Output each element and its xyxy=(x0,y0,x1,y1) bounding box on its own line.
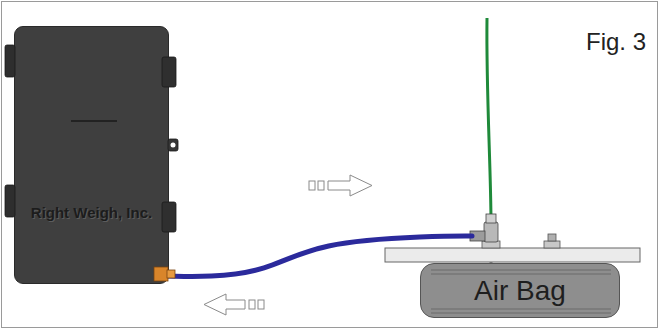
latch xyxy=(5,45,15,77)
bag-rib xyxy=(431,274,611,275)
part-name: Air Bag xyxy=(474,275,566,307)
mounting-plate xyxy=(385,248,640,262)
flow-dash xyxy=(249,300,255,309)
hinge xyxy=(162,202,176,232)
latch xyxy=(5,185,15,217)
bag-rib xyxy=(431,309,611,310)
tee-top-port xyxy=(486,214,496,223)
green-wire xyxy=(487,18,491,224)
tab xyxy=(168,139,178,151)
air-bag: Air Bag xyxy=(420,263,620,318)
flow-dash xyxy=(258,300,264,309)
port-fitting xyxy=(154,267,168,281)
flow-dash xyxy=(309,181,315,190)
bolt-stud xyxy=(548,234,556,241)
gauge-enclosure: Right Weigh, Inc. xyxy=(14,26,169,284)
bolt-nut xyxy=(544,241,560,248)
enclosure-details xyxy=(15,27,168,283)
bag-rib xyxy=(431,313,611,314)
lid-line xyxy=(71,120,117,122)
tab-hole xyxy=(171,143,176,148)
port-fitting xyxy=(167,270,175,278)
figure-number: Fig. 3 xyxy=(586,28,646,56)
brand-text: Right Weigh, Inc. xyxy=(31,204,152,221)
flow-arrow xyxy=(204,294,245,315)
flow-dash xyxy=(318,181,324,190)
hinge xyxy=(162,57,176,87)
bag-rib xyxy=(431,270,611,271)
tee-body xyxy=(484,222,498,242)
flow-arrow xyxy=(328,175,372,196)
